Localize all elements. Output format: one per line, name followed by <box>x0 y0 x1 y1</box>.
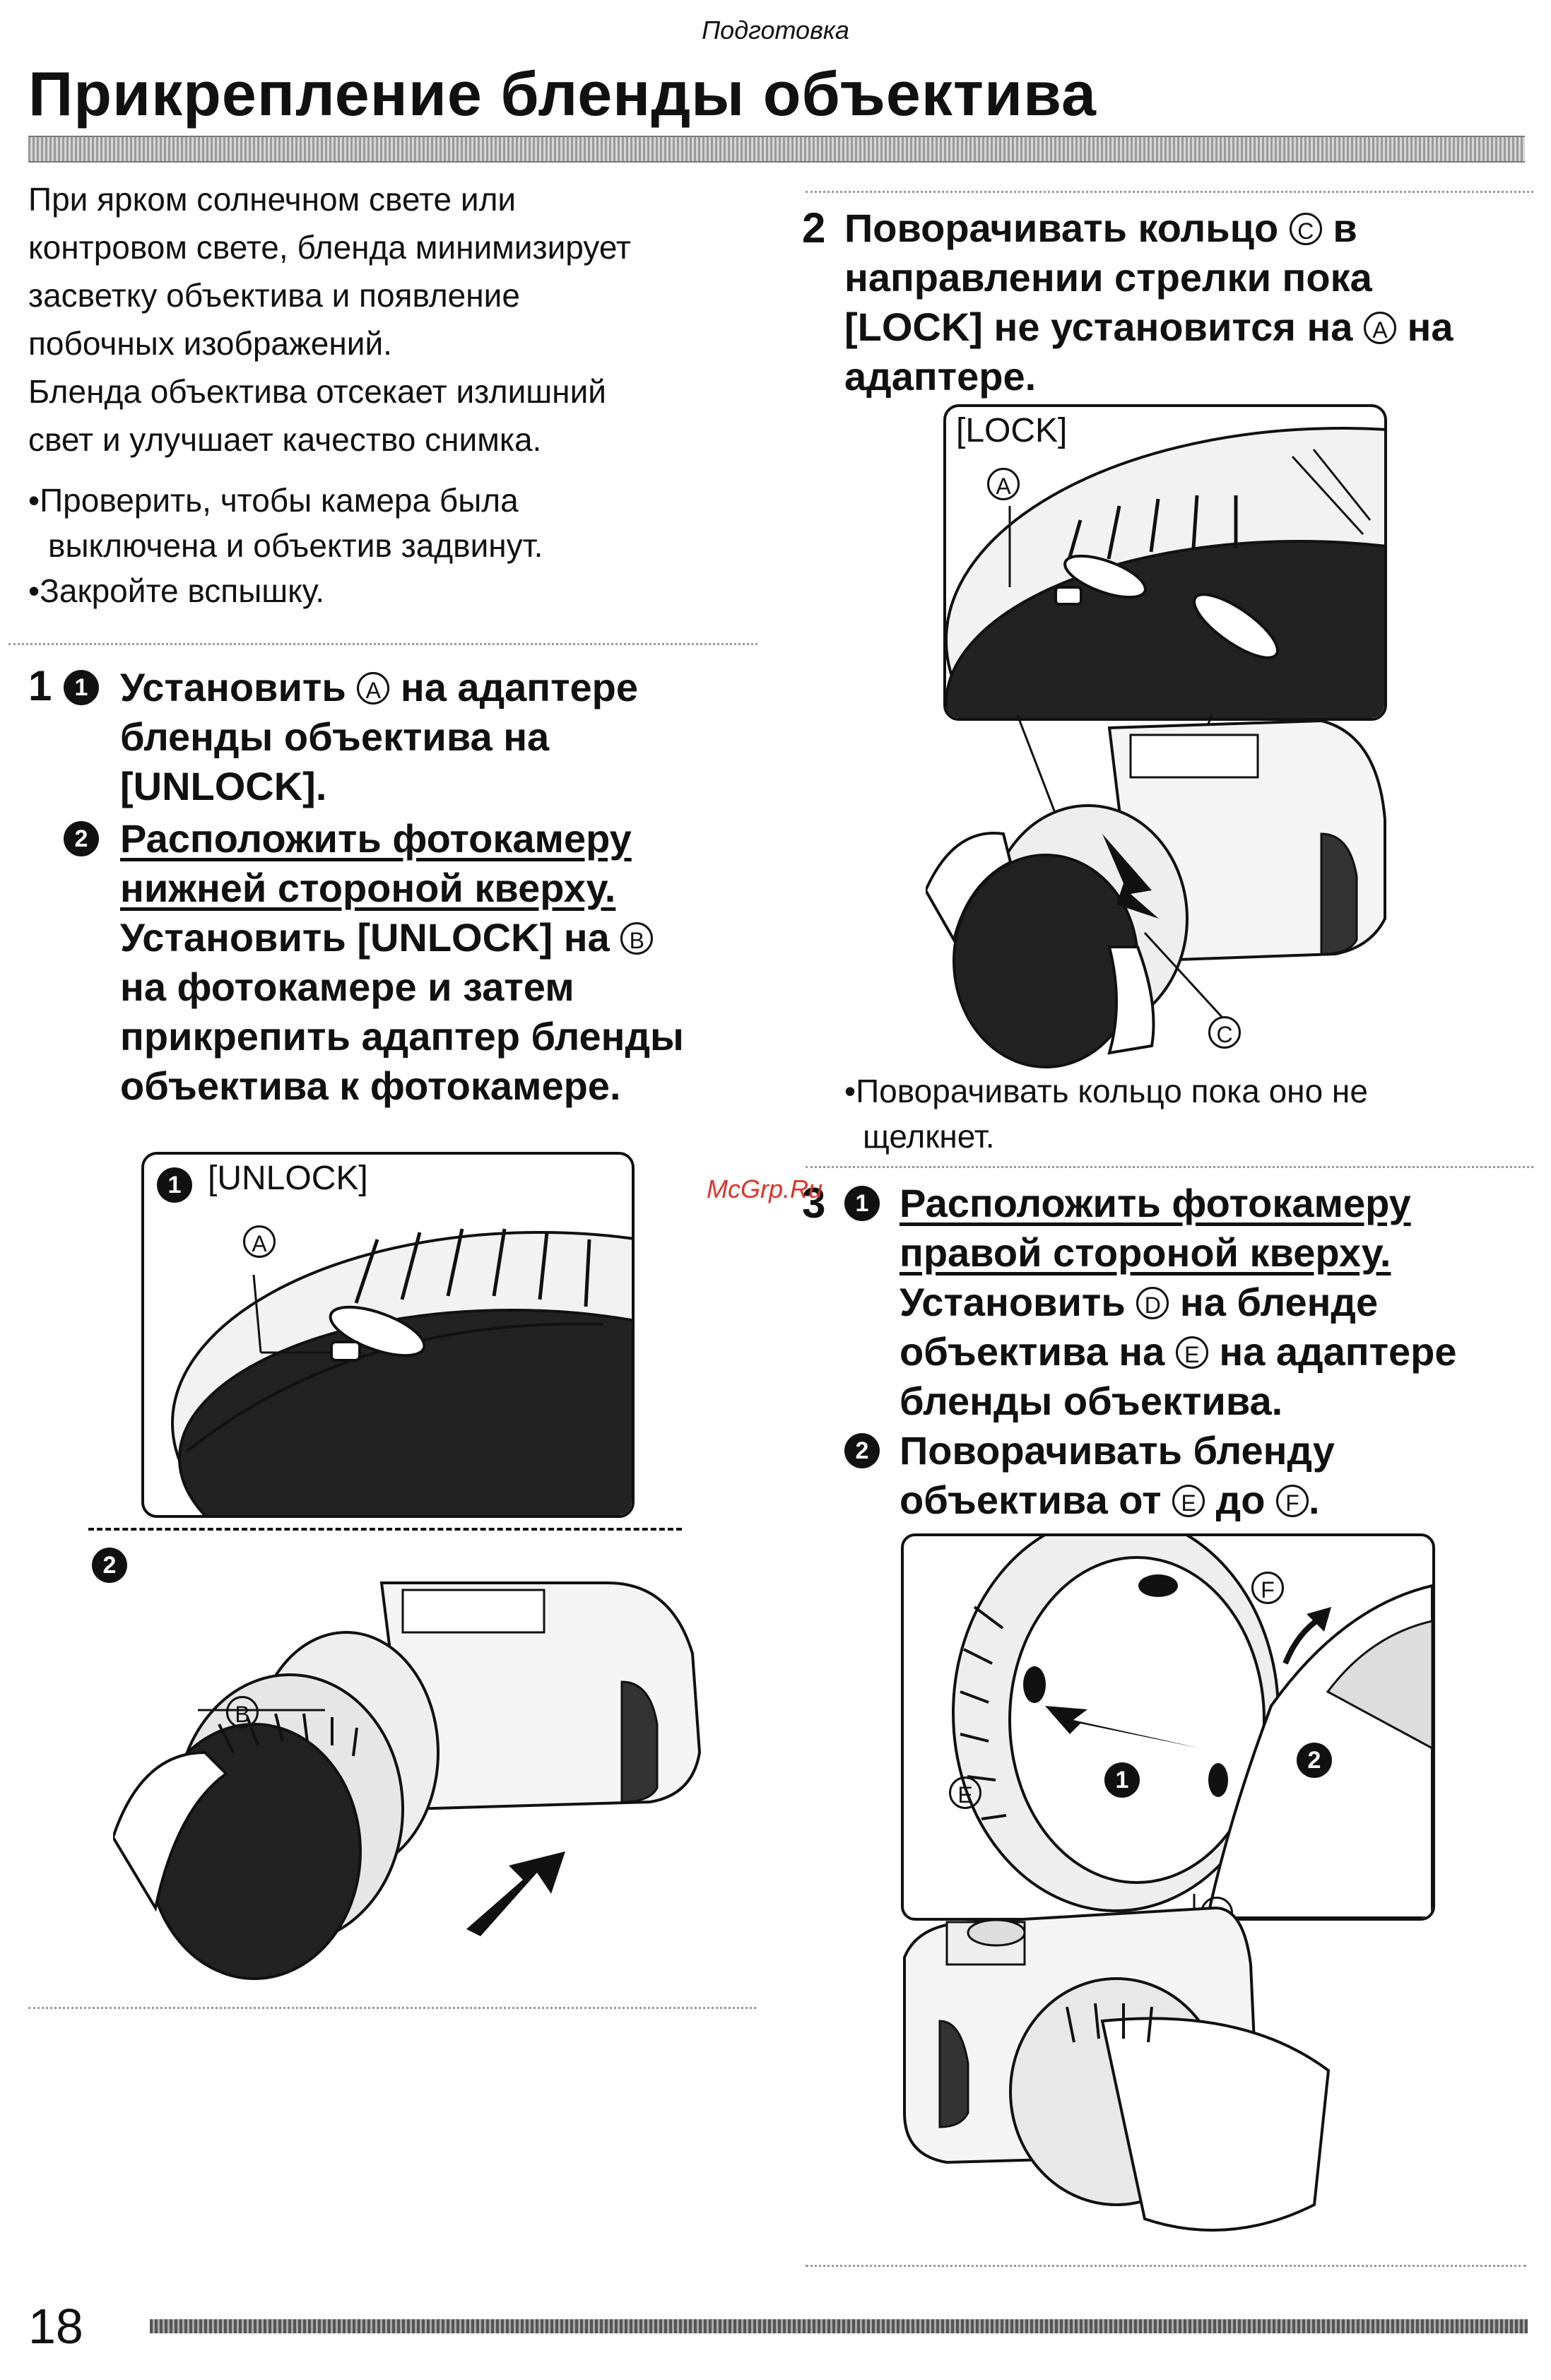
step-text: . <box>1309 1478 1320 1522</box>
camera-attach-illustration <box>113 1581 702 1980</box>
letter-c-marker: C <box>1289 213 1322 245</box>
footer-bar <box>150 2319 1528 2333</box>
figure-badge: 2 <box>1297 1743 1332 1778</box>
letter-f-marker: F <box>1251 1572 1284 1604</box>
step-badge: 1 <box>64 670 99 705</box>
step-text: [LOCK] не установится на <box>844 305 1353 349</box>
divider <box>28 2007 756 2009</box>
figure-badge: 1 <box>157 1167 192 1203</box>
letter-b-marker: B <box>226 1696 259 1728</box>
step-text: на адаптере <box>400 665 638 709</box>
letter-e-marker: E <box>1172 1485 1205 1517</box>
note-line: щелкнет. <box>863 1118 995 1155</box>
letter-a-marker: A <box>987 468 1020 500</box>
lock-ring-illustration <box>946 427 1384 718</box>
note-line: •Поворачивать кольцо пока оно не <box>844 1073 1368 1109</box>
divider <box>806 2265 1526 2267</box>
step-text: Установить <box>120 665 346 709</box>
lock-label: [LOCK] <box>956 412 1068 449</box>
step-text: в <box>1333 206 1357 250</box>
watermark: McGrp.Ru <box>707 1174 823 1203</box>
step-text: Установить [UNLOCK] на <box>120 915 610 960</box>
letter-f-marker: F <box>1276 1485 1309 1517</box>
intro-line: контровом свете, бленда минимизирует <box>28 229 631 266</box>
step-text: на бленде <box>1179 1280 1379 1324</box>
divider <box>806 191 1533 193</box>
figure-unlock-closeup: 1 [UNLOCK] A <box>141 1152 635 1518</box>
letter-e-marker: E <box>1175 1336 1208 1369</box>
intro-line: свет и улучшает качество снимка. <box>28 421 542 458</box>
intro-bullets: •Проверить, чтобы камера была выключена … <box>28 478 763 613</box>
figure-hood-attach: F E D 1 2 <box>901 1533 1435 1921</box>
step-2-instructions: Поворачивать кольцо C в направлении стре… <box>844 204 1523 401</box>
intro-line: Бленда объектива отсекает излишний <box>28 373 606 410</box>
unlock-label: [UNLOCK] <box>208 1160 368 1197</box>
lens-hood-illustration <box>952 1536 1432 1918</box>
step-badge: 2 <box>844 1433 880 1468</box>
step-text: прикрепить адаптер бленды <box>120 1014 684 1059</box>
figure-attach-adapter: 2 B <box>85 1540 707 1993</box>
letter-d-marker: D <box>1136 1287 1169 1319</box>
step-text: адаптере. <box>844 354 1037 399</box>
step-text: до <box>1215 1478 1266 1522</box>
letter-b-marker: B <box>620 922 654 955</box>
step-3-instructions: 1 Расположить фотокамеру правой стороной… <box>844 1179 1523 1525</box>
intro-paragraph: При ярком солнечном свете или контровом … <box>28 175 763 464</box>
page-title: Прикрепление бленды объектива <box>28 59 1097 129</box>
letter-a-marker: A <box>357 672 390 705</box>
step-text-underlined: правой стороной кверху. <box>900 1230 1391 1275</box>
camera-rotate-illustration <box>926 714 1386 1068</box>
bullet-line: •Закройте вспышку. <box>28 572 324 609</box>
camera-hood-illustration <box>903 1894 1331 2232</box>
step-text: бленды объектива. <box>900 1379 1283 1423</box>
step-text-underlined: нижней стороной кверху. <box>120 866 616 910</box>
step-text: Установить <box>900 1280 1126 1324</box>
step-text: [UNLOCK]. <box>120 764 327 808</box>
figure-badge: 1 <box>1104 1762 1140 1798</box>
step-text: объектива от <box>900 1478 1162 1522</box>
step-text: бленды объектива на <box>120 714 550 759</box>
letter-a-marker: A <box>1363 312 1396 344</box>
intro-line: засветку объектива и появление <box>28 277 520 314</box>
step-text-underlined: Расположить фотокамеру <box>120 816 632 861</box>
bullet-line: •Проверить, чтобы камера была <box>28 482 519 519</box>
letter-e-marker: E <box>949 1777 981 1809</box>
figure-rotate-ring: C <box>926 707 1406 1074</box>
step-3-number: 3 <box>802 1179 826 1227</box>
letter-c-marker: C <box>1208 1016 1241 1049</box>
step-text: на адаптере <box>1219 1329 1457 1374</box>
intro-line: побочных изображений. <box>28 325 392 362</box>
figure-lock-closeup: [LOCK] A <box>943 404 1387 721</box>
step-badge: 2 <box>64 821 99 856</box>
step-text: на фотокамере и затем <box>120 965 574 1009</box>
step-text: на <box>1407 305 1453 349</box>
step-text: объектива на <box>900 1329 1165 1374</box>
lens-adapter-illustration <box>171 1228 632 1515</box>
step-text: Поворачивать кольцо <box>844 206 1279 250</box>
divider <box>806 1166 1533 1168</box>
title-underline-bar <box>28 136 1525 163</box>
figure-badge: 2 <box>92 1548 127 1583</box>
step-badge: 1 <box>844 1186 880 1221</box>
figure-separator <box>88 1528 682 1531</box>
step-1-number: 1 <box>28 662 52 709</box>
divider <box>8 643 757 645</box>
bullet-line: выключена и объектив задвинут. <box>48 527 543 564</box>
step-2-number: 2 <box>802 204 826 252</box>
step-text: направлении стрелки пока <box>844 255 1372 300</box>
figure-camera-with-hood <box>890 1880 1343 2261</box>
step-1-instructions: 1 Установить A на адаптере бленды объект… <box>64 663 770 1111</box>
letter-a-marker: A <box>243 1225 276 1258</box>
step-text: объектива к фотокамере. <box>120 1064 621 1108</box>
section-label: Подготовка <box>702 16 849 45</box>
step-2-note: •Поворачивать кольцо пока оно не щелкнет… <box>844 1068 1523 1159</box>
step-text: Поворачивать бленду <box>900 1428 1335 1473</box>
intro-line: При ярком солнечном свете или <box>28 181 517 218</box>
page-number: 18 <box>28 2299 83 2354</box>
step-text-underlined: Расположить фотокамеру <box>900 1181 1411 1225</box>
